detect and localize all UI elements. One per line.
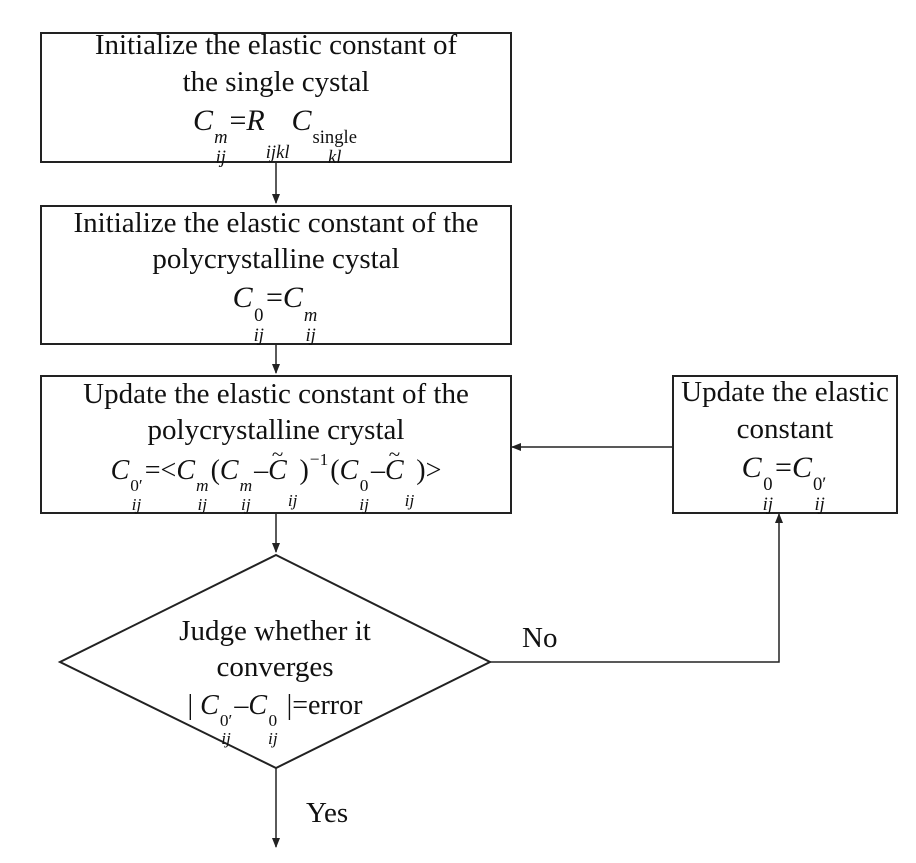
step2-line2: polycrystalline cystal: [152, 243, 400, 276]
step1-line2: the single cystal: [182, 65, 370, 98]
step4-line2: constant: [736, 412, 834, 445]
step-init-polycrystalline: Initialize the elastic constant of the p…: [40, 205, 512, 345]
step-init-single-crystal: Initialize the elastic constant of the s…: [40, 29, 512, 167]
no-label: No: [522, 622, 558, 654]
step-update-polycrystalline: Update the elastic constant of the polyc…: [40, 375, 512, 514]
step1-line1: Initialize the elastic constant of: [94, 29, 458, 62]
no-path-connector: [490, 513, 783, 663]
decision-line1: Judge whether it: [179, 615, 371, 647]
step3-line1: Update the elastic constant of the: [83, 378, 469, 411]
yes-label: Yes: [306, 797, 349, 829]
step2-line1: Initialize the elastic constant of the: [73, 206, 479, 239]
step4-line1: Update the elastic: [681, 376, 889, 409]
decision-line2: converges: [216, 651, 334, 684]
